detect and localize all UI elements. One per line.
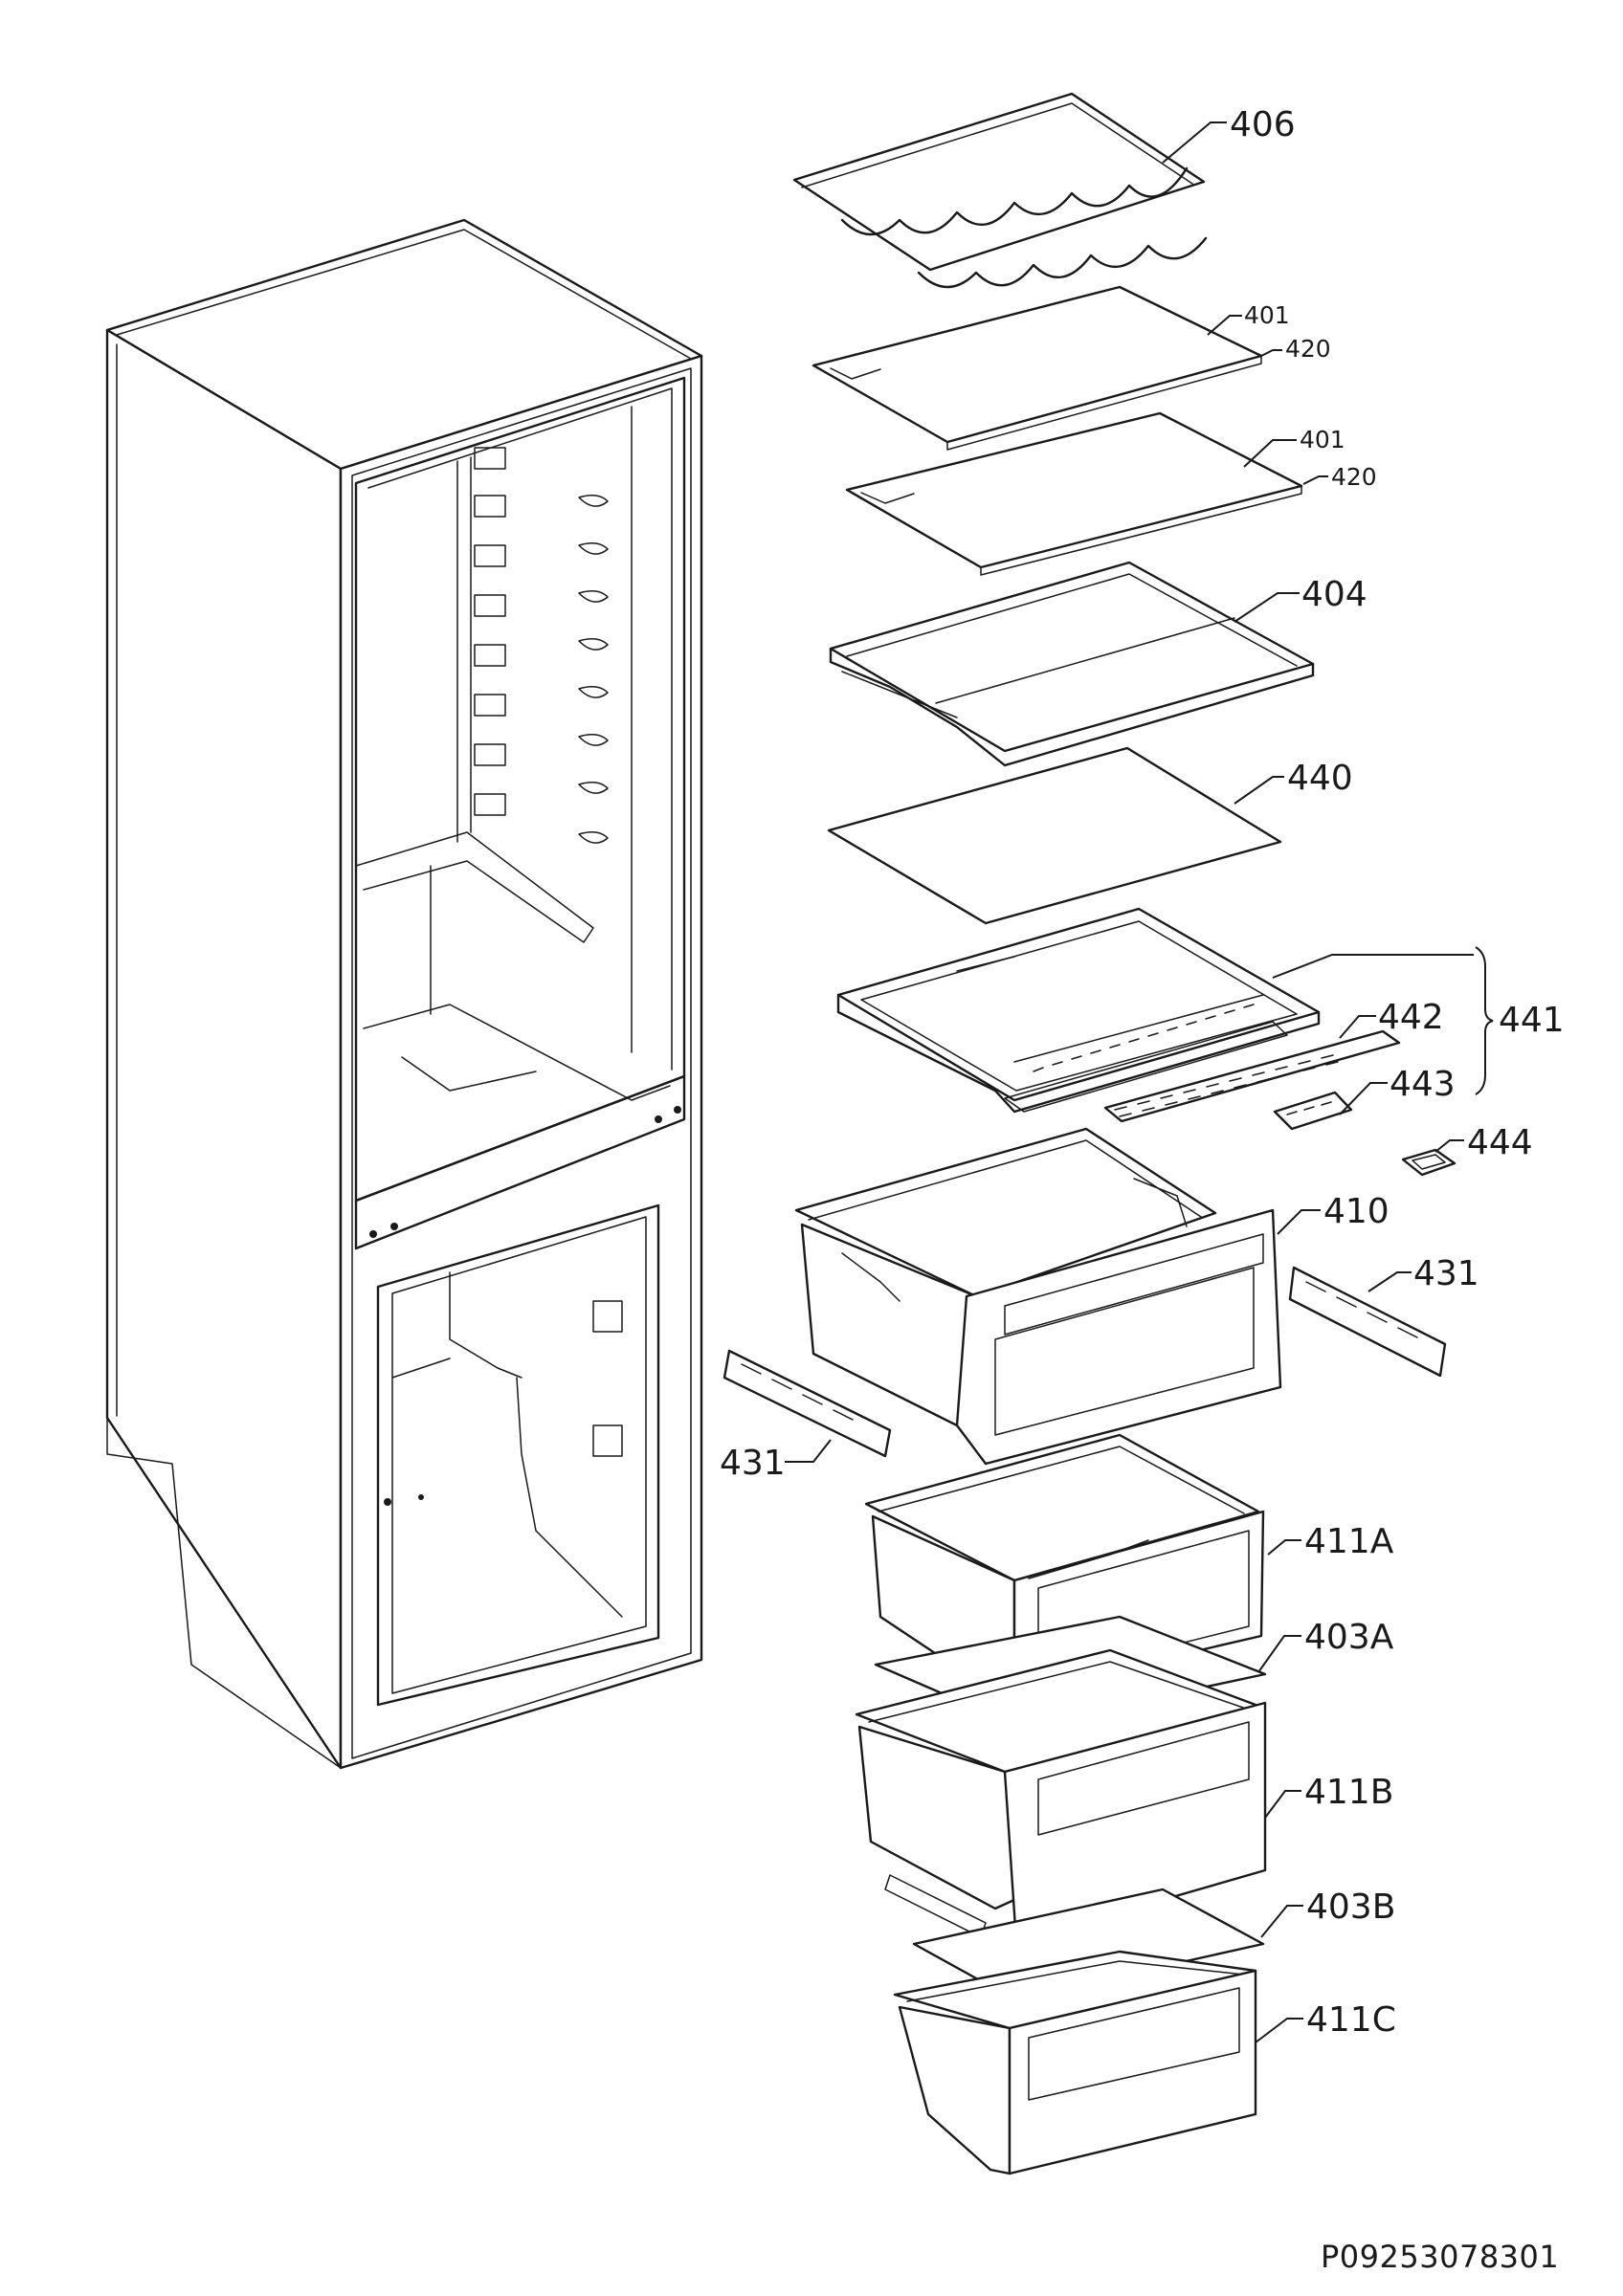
label-401-lower: 401 xyxy=(1300,426,1345,453)
part-411B-drawer xyxy=(855,1648,1267,1944)
part-406-wine-rack xyxy=(792,92,1208,289)
label-404: 404 xyxy=(1301,575,1367,614)
part-441-crisper-cover xyxy=(836,907,1321,1114)
label-442: 442 xyxy=(1378,998,1444,1037)
shelf-supports-left xyxy=(474,447,506,816)
label-444: 444 xyxy=(1467,1123,1533,1162)
label-431-right: 431 xyxy=(1413,1254,1479,1293)
label-401-upper: 401 xyxy=(1244,301,1290,329)
part-440-glass-plate xyxy=(827,746,1282,925)
label-443: 443 xyxy=(1390,1065,1456,1104)
label-411B: 411B xyxy=(1304,1773,1393,1812)
label-420-upper: 420 xyxy=(1285,335,1331,363)
label-411C: 411C xyxy=(1306,2000,1396,2040)
part-labels: 406 401 420 401 420 404 440 442 441 443 … xyxy=(720,105,1565,2040)
part-411C-drawer xyxy=(893,1950,1257,2175)
label-410: 410 xyxy=(1323,1192,1390,1231)
part-431-rail-right xyxy=(1288,1266,1447,1378)
label-441: 441 xyxy=(1499,1001,1565,1040)
label-420-lower: 420 xyxy=(1331,463,1377,491)
part-401-glass-shelf-lower xyxy=(845,411,1303,576)
part-442-vent-grille xyxy=(1103,1029,1401,1123)
label-440: 440 xyxy=(1287,759,1353,798)
part-431-rail-left xyxy=(723,1349,892,1458)
label-403B: 403B xyxy=(1306,1888,1395,1927)
part-443-humidity-slider xyxy=(1273,1091,1353,1131)
part-444-clip xyxy=(1401,1148,1456,1177)
label-431-left: 431 xyxy=(720,1444,786,1483)
part-401-glass-shelf-upper xyxy=(812,285,1263,451)
label-411A: 411A xyxy=(1304,1522,1394,1561)
shelf-supports-right xyxy=(578,495,609,844)
label-403A: 403A xyxy=(1304,1618,1394,1657)
part-404-split-shelf xyxy=(829,561,1315,767)
part-410-drawer xyxy=(794,1127,1282,1466)
label-406: 406 xyxy=(1230,105,1296,144)
refrigerator-cabinet xyxy=(105,218,703,1770)
leader-lines xyxy=(785,121,1494,2043)
drawing-reference-number: P09253078301 xyxy=(1321,2239,1560,2275)
